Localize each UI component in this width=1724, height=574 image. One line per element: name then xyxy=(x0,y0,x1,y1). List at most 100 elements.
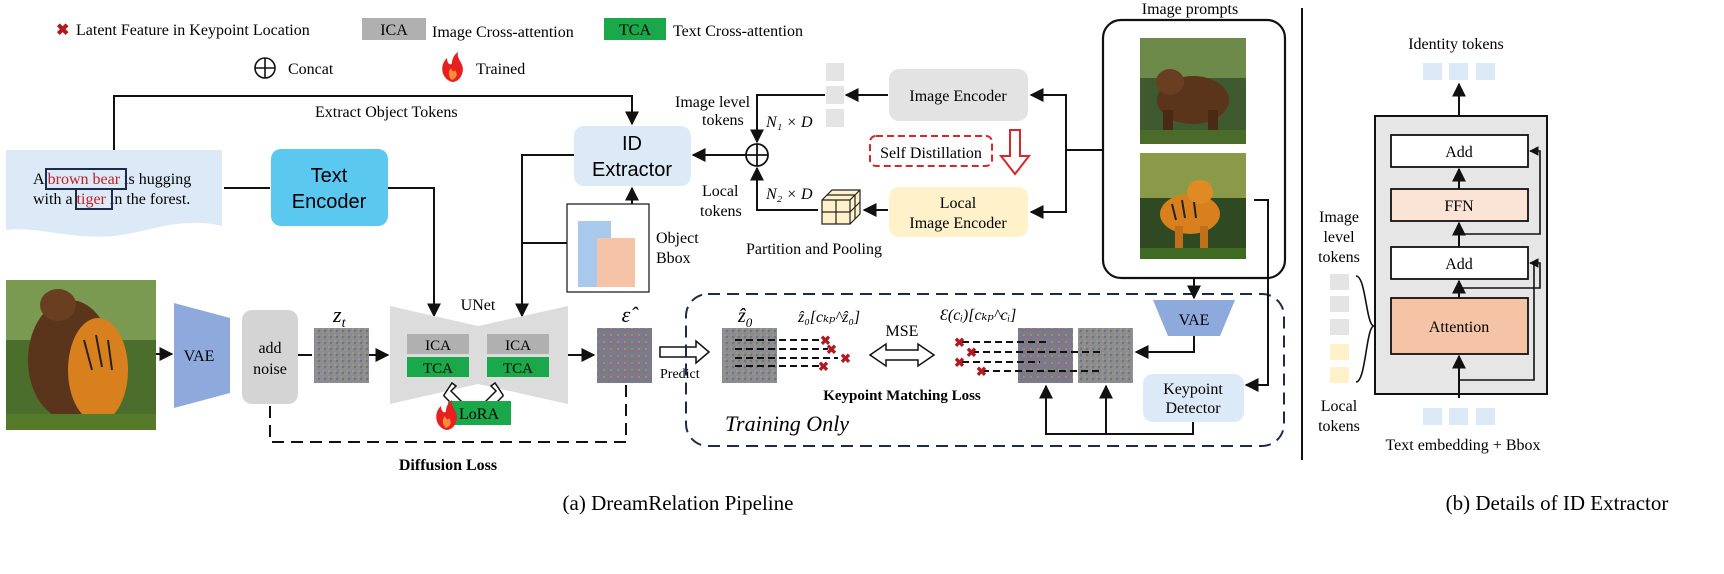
local-tokens-label-1: Local xyxy=(702,183,739,200)
bear-latent xyxy=(1018,328,1073,383)
training-only-region xyxy=(685,293,1285,447)
ica-legend-label: Image Cross-attention xyxy=(432,24,574,41)
image-encoder-label: Image Encoder xyxy=(909,88,1007,105)
unet-decoder xyxy=(478,306,568,404)
prompt-line2: with a tiger in the forest. xyxy=(33,191,190,208)
tiger-latent xyxy=(1078,328,1133,383)
predict-label: Predict xyxy=(660,367,700,382)
keypoint-detector-line1: Keypoint xyxy=(1163,381,1223,398)
ica-label-2: ICA xyxy=(505,338,531,354)
id-extractor-line2: Extractor xyxy=(592,159,672,181)
eps-hat-prediction xyxy=(597,328,652,383)
keypoint-matching-loss-label: Keypoint Matching Loss xyxy=(823,388,981,404)
svg-text:✖: ✖ xyxy=(976,364,987,379)
tca-block-1 xyxy=(407,357,469,377)
local-tokens-label-2: tokens xyxy=(700,203,742,220)
mse-double-arrow-icon xyxy=(868,342,936,368)
ica-legend-swatch xyxy=(362,18,426,40)
concat-node xyxy=(745,143,769,167)
vae-right-label: VAE xyxy=(1179,312,1210,329)
partition-pooling-label: Partition and Pooling xyxy=(746,241,882,258)
add-noise-line1: add xyxy=(258,340,281,357)
bear-prompt-image xyxy=(1140,38,1246,144)
n1-d-label: N₁ × D xyxy=(765,114,813,131)
image-prompts-title: Image prompts xyxy=(1142,1,1238,18)
vae-encoder-block xyxy=(174,303,230,408)
image-level-token-stack xyxy=(826,63,844,127)
svg-text:✖: ✖ xyxy=(840,351,851,366)
attention-block xyxy=(1390,297,1529,355)
lora-arrow-right xyxy=(484,381,504,407)
image-level-tokens-label-2: tokens xyxy=(702,112,744,129)
tca-label-1: TCA xyxy=(423,361,453,377)
tca-legend-tag: TCA xyxy=(619,22,651,39)
token-brace xyxy=(1355,275,1375,383)
legend: ✖ Latent Feature in Keypoint Location IC… xyxy=(56,18,803,82)
add-noise-line2: noise xyxy=(253,361,287,378)
tca-legend-swatch xyxy=(604,18,666,40)
text-embedding-token-row xyxy=(1423,408,1495,425)
enc-keypoint-lines xyxy=(962,341,1100,372)
ffn-label: FFN xyxy=(1444,198,1474,215)
ica-legend-tag: ICA xyxy=(380,22,408,39)
text-encoder-line2: Encoder xyxy=(292,191,367,213)
encoded-keypoint-feature-label: Ɛ(cᵢ)[cₖₚ^cᵢ] xyxy=(940,307,1016,324)
tiger-prompt-image xyxy=(1140,153,1246,259)
legend-concat: Concat xyxy=(288,61,334,78)
local-image-encoder-block xyxy=(889,187,1028,237)
input-image xyxy=(6,280,156,430)
lora-arrow-left xyxy=(443,381,463,407)
legend-latent-feature: Latent Feature in Keypoint Location xyxy=(76,22,310,39)
text-encoder-block xyxy=(271,149,388,226)
prompt-line1: A brown bear is hugging xyxy=(33,171,191,188)
id-extractor-block xyxy=(574,126,691,186)
local-image-encoder-line1: Local xyxy=(940,195,977,212)
detail-local-1: Local xyxy=(1321,398,1358,415)
svg-text:✖: ✖ xyxy=(826,342,837,357)
add-noise-block xyxy=(242,310,298,404)
vae-right-block xyxy=(1153,300,1235,336)
vae-encoder-label: VAE xyxy=(184,348,215,365)
add-top-label: Add xyxy=(1445,144,1473,161)
lora-block xyxy=(448,401,511,425)
predict-arrow-icon xyxy=(659,339,711,365)
tca-block-2 xyxy=(487,357,549,377)
detail-local-2: tokens xyxy=(1318,418,1360,435)
add-block-top xyxy=(1390,134,1529,168)
self-distillation-box xyxy=(869,135,993,167)
unet-label: UNet xyxy=(461,297,496,314)
svg-text:✖: ✖ xyxy=(818,359,829,374)
z0-keypoint-markers: ✖✖✖✖ xyxy=(818,333,851,374)
tca-label-2: TCA xyxy=(503,361,533,377)
image-encoder-block xyxy=(889,69,1028,121)
zt-noisy-latent xyxy=(314,328,369,383)
extract-object-tokens-label: Extract Object Tokens xyxy=(315,104,458,121)
enc-keypoint-markers: ✖✖✖✖ xyxy=(954,335,987,379)
detail-image-level-3: tokens xyxy=(1318,249,1360,266)
lora-flame-icon xyxy=(436,400,457,430)
pooling-cube-icon xyxy=(821,189,861,225)
distillation-arrow-icon xyxy=(998,129,1032,176)
prompt-document xyxy=(6,150,222,237)
ica-label-1: ICA xyxy=(425,338,451,354)
ffn-block xyxy=(1390,188,1529,222)
local-image-token-column xyxy=(1330,274,1349,383)
identity-token-row xyxy=(1423,63,1495,80)
zt-label: zt xyxy=(332,302,347,331)
id-extractor-line1: ID xyxy=(622,133,642,155)
training-only-label: Training Only xyxy=(725,411,849,436)
ica-block-2 xyxy=(487,334,549,354)
attention-label: Attention xyxy=(1429,319,1489,336)
identity-tokens-label: Identity tokens xyxy=(1408,36,1504,53)
mse-label: MSE xyxy=(886,323,919,340)
bbox-rect-2 xyxy=(597,238,635,287)
svg-text:✖: ✖ xyxy=(954,355,965,370)
legend-trained: Trained xyxy=(476,61,525,78)
object-bbox-label-1: Object xyxy=(656,230,699,247)
object-highlight-tiger xyxy=(75,188,113,210)
diffusion-loss-label: Diffusion Loss xyxy=(399,457,497,474)
svg-text:✖: ✖ xyxy=(954,335,965,350)
detail-image-level-1: Image xyxy=(1319,209,1359,226)
concat-icon xyxy=(254,57,276,79)
